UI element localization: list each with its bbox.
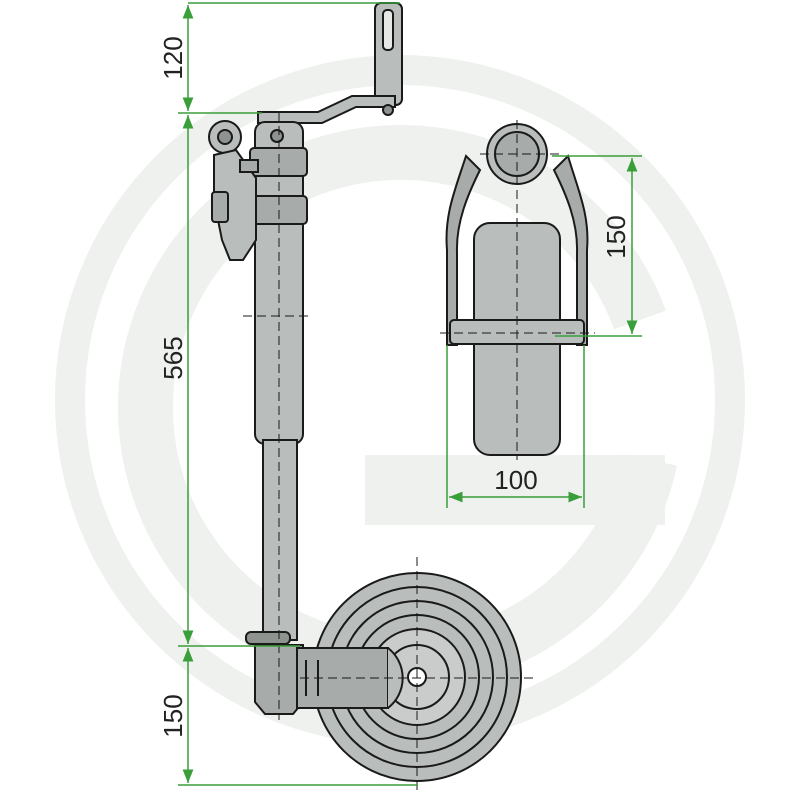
inner-tube bbox=[245, 439, 304, 715]
crank-handle bbox=[257, 2, 403, 124]
dimension-label-tube-height: 565 bbox=[158, 336, 188, 379]
centerlines-front bbox=[440, 120, 595, 460]
dimension-label-wheel-arm-height: 150 bbox=[158, 694, 188, 737]
centerlines-side bbox=[243, 112, 535, 790]
jockey-wheel-side-view bbox=[208, 2, 535, 790]
dimension-lines bbox=[178, 2, 642, 786]
clamp-bracket bbox=[208, 120, 259, 261]
jockey-wheel-front-view bbox=[440, 120, 595, 460]
dimension-label-wheel-width: 100 bbox=[494, 465, 537, 495]
dimension-label-crank-height: 120 bbox=[158, 36, 188, 79]
dimension-label-wheel-radius: 150 bbox=[601, 215, 631, 258]
